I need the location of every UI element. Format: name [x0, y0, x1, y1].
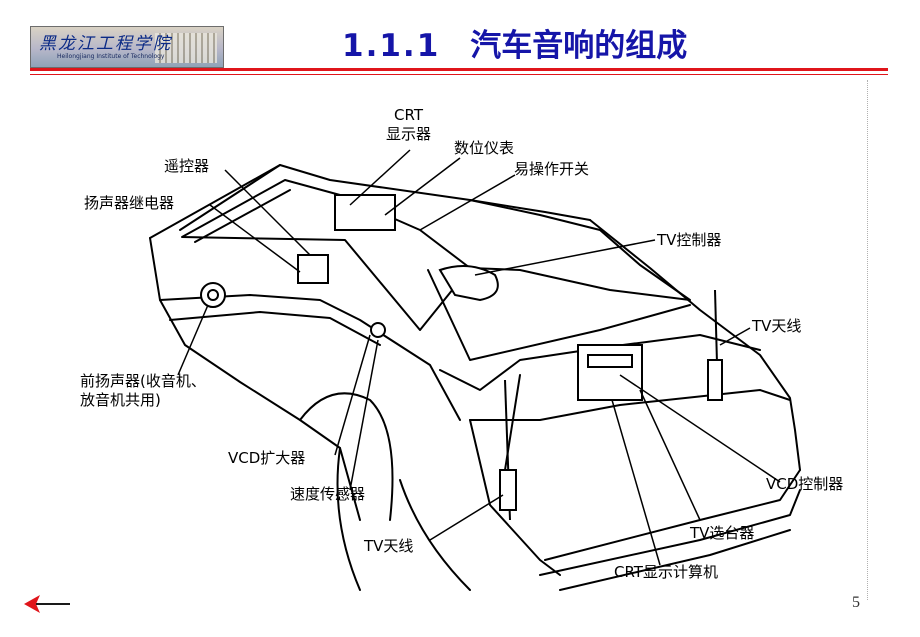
leader-lines: [177, 149, 781, 566]
label-speed-sensor: 速度传感器: [290, 485, 366, 503]
label-crt-computer: CRT显示计算机: [614, 563, 718, 581]
crt-computer-box: [577, 344, 643, 401]
remote-control-shape: [297, 254, 329, 284]
school-logo-banner: 黑龙江工程学院 Heilongjiang Institute of Techno…: [30, 26, 224, 68]
school-name: 黑龙江工程学院: [39, 34, 172, 54]
label-digital-instrument: 数位仪表: [454, 139, 515, 157]
label-remote-control: 遥控器: [164, 157, 210, 175]
header-rule-thick: [30, 68, 888, 71]
label-tv-antenna-right: TV天线: [752, 317, 802, 335]
label-vcd-controller: VCD控制器: [766, 475, 844, 493]
right-margin-rule: [867, 80, 868, 600]
tv-antenna-bottom-base: [499, 469, 517, 511]
tv-antenna-right-base: [707, 359, 723, 401]
building-photo: [155, 33, 217, 63]
label-crt-display: CRT 显示器: [386, 106, 432, 143]
title-text: 汽车音响的组成: [470, 28, 688, 64]
tv-controller-shape: [438, 265, 499, 302]
label-tv-antenna-bottom: TV天线: [364, 537, 414, 555]
back-arrow-head: [24, 595, 40, 613]
school-name-en: Heilongjiang Institute of Technology: [57, 53, 165, 60]
header-rule-thin: [30, 74, 888, 75]
label-tv-controller: TV控制器: [657, 231, 722, 249]
page-number: 5: [852, 594, 860, 611]
car-components: [200, 194, 723, 521]
label-front-speaker: 前扬声器(收音机、 放音机共用): [80, 372, 206, 409]
section-number: 1.1.1: [342, 28, 441, 64]
label-tv-selector: TV选台器: [690, 524, 755, 542]
car-outline: [149, 164, 801, 591]
label-speaker-relay: 扬声器继电器: [84, 194, 175, 212]
back-arrow-icon[interactable]: [22, 592, 72, 616]
slide-title: 1.1.1 汽车音响的组成: [342, 20, 687, 65]
front-speaker-shape: [200, 282, 226, 308]
label-easy-switch: 易操作开关: [514, 160, 590, 178]
dashboard-unit: [334, 194, 396, 231]
label-vcd-amplifier: VCD扩大器: [228, 449, 306, 467]
vcd-amplifier-shape: [370, 322, 386, 338]
